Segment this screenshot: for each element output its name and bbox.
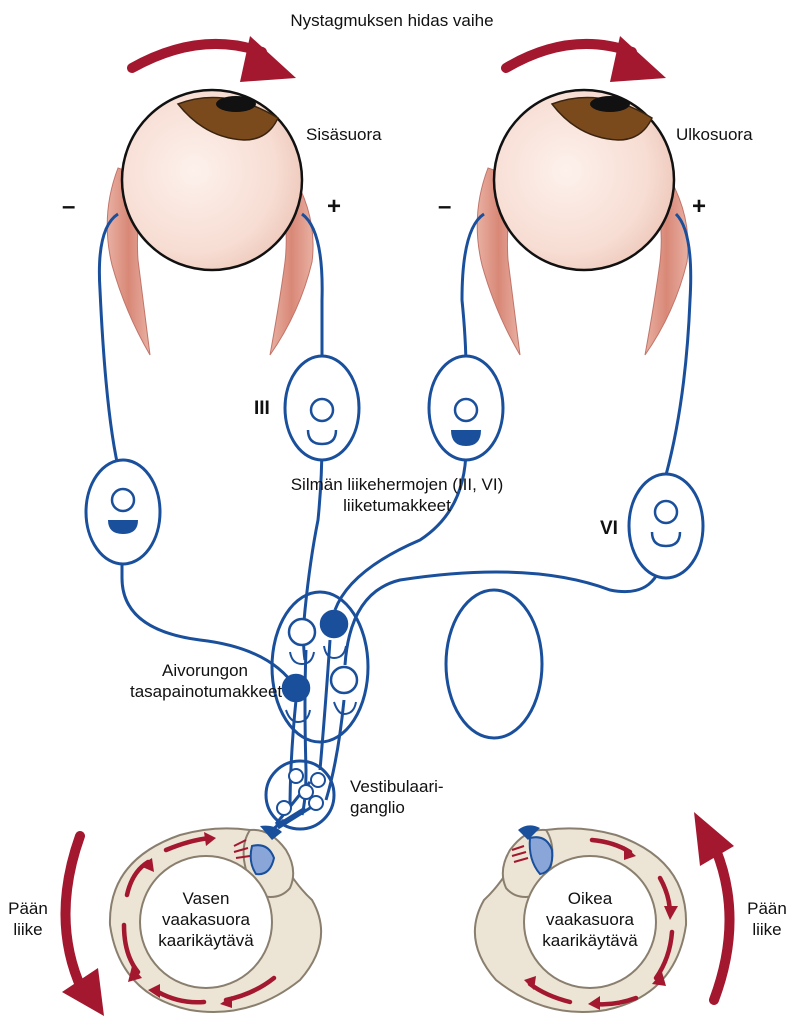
vestibular-ganglion-label: Vestibulaari- ganglio [350, 776, 444, 818]
vestibular-nuclei-right [446, 590, 542, 738]
motor-neuron-III [285, 356, 359, 460]
minus-sign-right: – [438, 196, 451, 217]
left-eye-pupil [216, 96, 256, 112]
slow-phase-arrow-left [132, 36, 296, 82]
motor-neuron-right [429, 356, 503, 460]
head-movement-label-right: Pään liike [740, 898, 794, 940]
head-movement-arrow-left [62, 836, 104, 1016]
right-canal-label: Oikea vaakasuora kaarikäytävä [530, 888, 650, 951]
left-eye-group [107, 90, 313, 355]
plus-sign-left: + [327, 196, 341, 217]
motor-nuclei-label: Silmän liikehermojen (III, VI) liiketuma… [262, 474, 532, 516]
head-movement-label-left: Pään liike [0, 898, 56, 940]
right-eye-pupil [590, 96, 630, 112]
right-eye-group [477, 90, 688, 355]
motor-neuron-left [86, 460, 160, 564]
slow-phase-arrow-right [506, 36, 666, 82]
lateral-rectus-label: Ulkosuora [676, 124, 753, 145]
plus-sign-right: + [692, 196, 706, 217]
vestibular-nuclei-label: Aivorungon tasapainotumakkeet [130, 660, 280, 702]
nerve-III-label: III [254, 398, 270, 419]
medial-rectus-label: Sisäsuora [306, 124, 382, 145]
nerve-VI-label: VI [600, 518, 618, 539]
slow-phase-title: Nystagmuksen hidas vaihe [262, 10, 522, 31]
vestibular-nuclei-left [272, 592, 368, 742]
motor-neuron-VI [629, 474, 703, 578]
left-canal-label: Vasen vaakasuora kaarikäytävä [146, 888, 266, 951]
minus-sign-left: – [62, 196, 75, 217]
head-movement-arrow-right [694, 812, 734, 1000]
vestibular-ganglion [266, 761, 334, 829]
